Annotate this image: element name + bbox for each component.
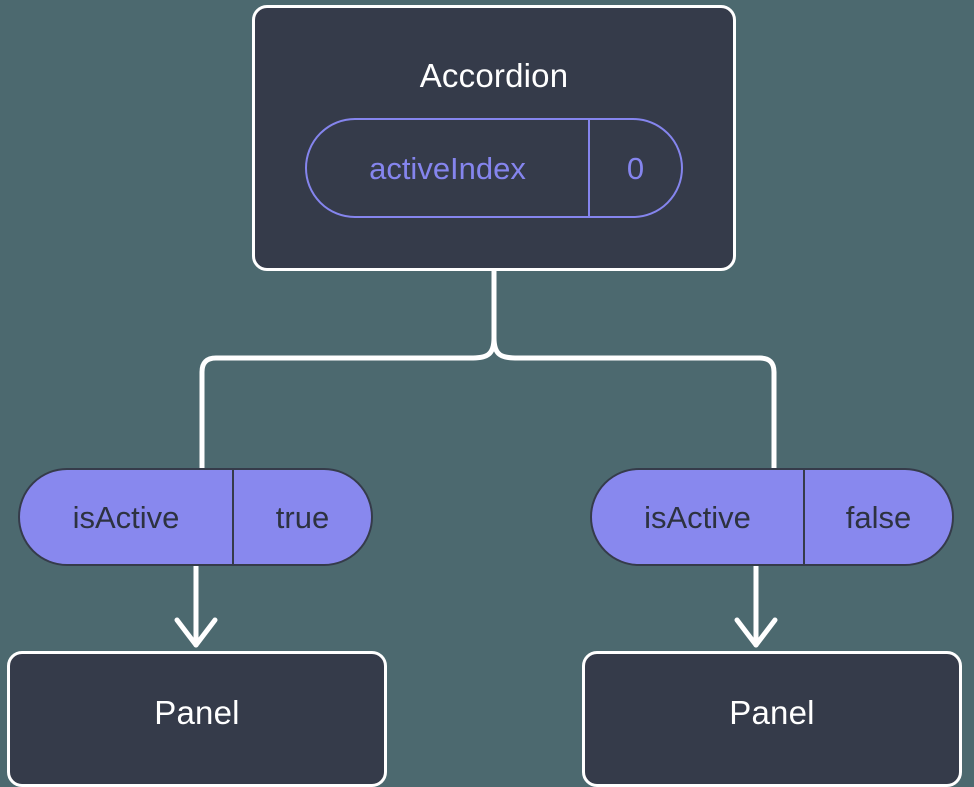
state-badge-activeindex[interactable]: activeIndex 0: [305, 118, 683, 218]
arrowhead-right-icon: [734, 617, 778, 648]
state-badge-value: 0: [626, 150, 645, 186]
component-title-panel-left: Panel: [154, 694, 240, 731]
state-badge-key: activeIndex: [307, 120, 590, 216]
prop-badge-isactive-false[interactable]: isActive false: [590, 468, 954, 566]
wire-branch-right: [491, 335, 777, 471]
arrowhead-left-icon: [174, 617, 218, 648]
prop-badge-value: true: [275, 499, 330, 535]
component-title-accordion: Accordion: [419, 57, 569, 94]
prop-badge-value: false: [845, 499, 912, 535]
prop-badge-isactive-true[interactable]: isActive true: [18, 468, 373, 566]
component-node-panel-right[interactable]: Panel: [582, 651, 962, 787]
diagram-canvas: Accordion activeIndex 0 isActive true is…: [7, 5, 962, 787]
component-node-panel-left[interactable]: Panel: [7, 651, 387, 787]
prop-badge-key: isActive: [20, 470, 234, 564]
wire-branch-left: [199, 335, 497, 471]
component-title-panel-right: Panel: [729, 694, 815, 731]
prop-badge-key: isActive: [592, 470, 805, 564]
